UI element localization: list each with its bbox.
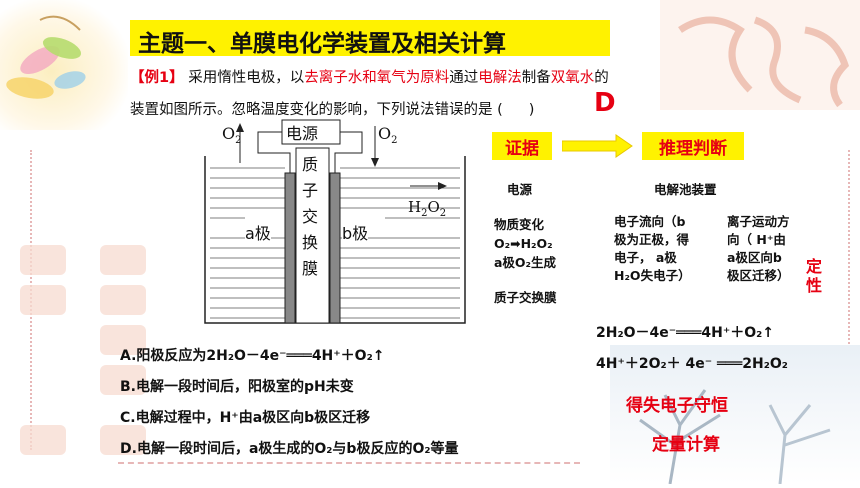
o2-in-left: O2 [222, 124, 242, 147]
proton-membrane-label: 质子交换膜 [494, 290, 557, 305]
question-line-2: 装置如图所示。忽略温度变化的影响，下列说法错误的是 () [130, 98, 534, 119]
question-line-1: 【例1】 采用惰性电极，以去离子水和氧气为原料通过电解法制备双氧水的 [130, 66, 609, 87]
question-text: 装置如图所示。忽略温度变化的影响，下列说法错误的是 ( [130, 102, 503, 118]
question-text: 制备 [521, 70, 551, 86]
question-highlight: 双氧水 [550, 70, 595, 86]
decorative-stamp [100, 285, 146, 315]
reasoning-button: 推理判断 [642, 132, 744, 160]
right-divider [848, 150, 853, 460]
decorative-stamp [100, 425, 146, 455]
quantitative-calc-label: 定量计算 [652, 435, 720, 455]
h2o2-outlet: H2O2 [408, 198, 447, 219]
electrode-a-label: a极 [245, 220, 271, 244]
anode-equation: 2H₂O－4e⁻═══4H⁺＋O₂↑ [596, 325, 775, 341]
bottom-divider [118, 462, 580, 464]
o2-in-right: O2 [378, 124, 398, 147]
source-label: 电源 [507, 182, 533, 197]
question-highlight: 去离子水和氧气为原料 [304, 70, 450, 86]
question-text: 采用惰性电极，以 [188, 70, 305, 86]
title-bar [130, 20, 610, 56]
arrow-right-icon [562, 134, 633, 158]
question-paren-close: ) [528, 102, 535, 118]
decorative-stamp [100, 245, 146, 275]
flower-icon [6, 15, 86, 99]
electrode-b-label: b极 [342, 220, 369, 244]
decorative-stamp [100, 365, 146, 395]
membrane-label: 质子交换膜 [301, 155, 318, 278]
decorative-flower-bg [0, 0, 128, 130]
answer-letter: D [594, 88, 616, 118]
decorative-stamp [20, 425, 66, 455]
example-tag: 【例1】 [130, 70, 184, 86]
decorative-calligraphy-logo [660, 0, 860, 110]
electrolysis-diagram [204, 119, 466, 324]
option-a: A.阳极反应为2H₂O－4e⁻═══4H⁺＋O₂↑ [120, 348, 385, 364]
electron-conservation-label: 得失电子守恒 [626, 396, 728, 416]
option-c: C.电解过程中，H⁺由a极区向b极区迁移 [120, 410, 371, 426]
question-text: 通过 [449, 70, 479, 86]
cell-label: 电解池装置 [654, 182, 717, 197]
option-d: D.电解一段时间后，a极生成的O₂与b极反应的O₂等量 [120, 441, 459, 457]
decorative-stamp [20, 245, 66, 275]
qualitative-label: 定性 [806, 257, 823, 295]
cathode-equation: 4H⁺＋2O₂＋ 4e⁻ ═══2H₂O₂ [596, 356, 788, 372]
matter-change-reaction: O₂➡H₂O₂ [494, 236, 553, 251]
decorative-stamp [100, 325, 146, 355]
decorative-winter-tree [610, 345, 860, 485]
question-text: 的 [594, 70, 609, 86]
power-source-label: 电源 [286, 124, 319, 143]
matter-change-label: 物质变化 [494, 217, 545, 232]
matter-change-a-pole: a极O₂生成 [494, 255, 557, 270]
option-b: B.电解一段时间后，阳极室的pH未变 [120, 379, 354, 395]
page-title: 主题一、单膜电化学装置及相关计算 [138, 31, 506, 57]
question-highlight: 电解法 [478, 70, 522, 86]
decorative-stamp [20, 285, 66, 315]
evidence-button: 证据 [492, 132, 552, 160]
